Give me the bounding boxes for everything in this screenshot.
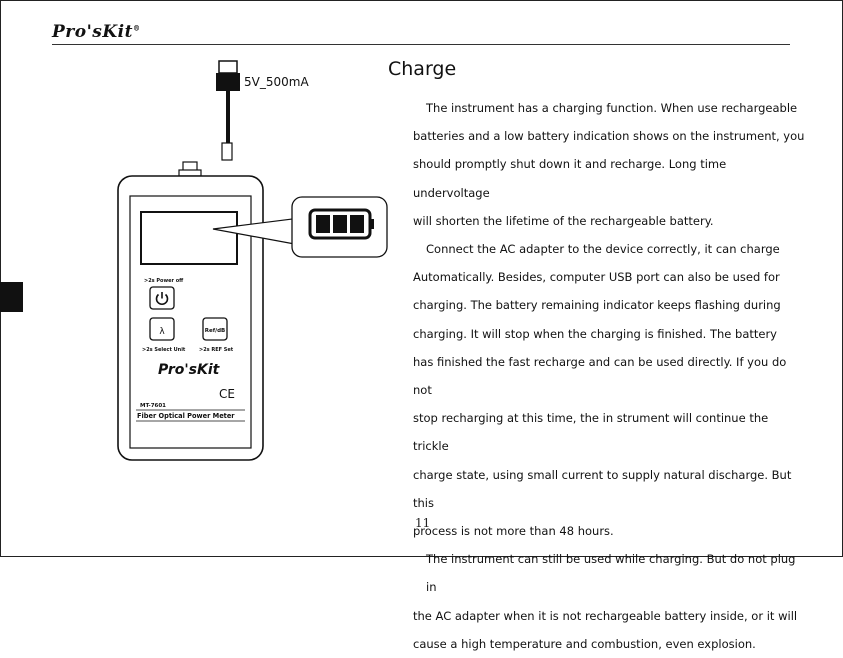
page-number: 11 (415, 516, 431, 530)
power-hint: >2s Power off (144, 278, 184, 284)
adapter-label: 5V_500mA (244, 75, 309, 89)
device-illustration: 5V_500mA >2s Power off λ >2s Sele (117, 60, 388, 461)
text-line: charging. It will stop when the charging… (413, 326, 777, 341)
text-line: Connect the AC adapter to the device cor… (426, 242, 780, 257)
paragraph: Connect the AC adapter to the device cor… (413, 235, 805, 545)
text-line: stop recharging at this time, the in str… (413, 411, 769, 454)
svg-text:λ: λ (159, 327, 165, 337)
text-line: cause a high temperature and combustion,… (413, 636, 756, 651)
svg-text:Ref/dB: Ref/dB (205, 328, 226, 334)
ce-mark: CE (219, 387, 235, 401)
text-line: should promptly shut down it and recharg… (413, 157, 727, 200)
text-line: has finished the fast recharge and can b… (413, 354, 787, 398)
power-icon (155, 292, 169, 306)
header-divider (52, 44, 790, 45)
text-line: charging. The battery remaining indicato… (413, 298, 781, 313)
text-line: the AC adapter when it is not rechargeab… (413, 608, 798, 623)
lambda-hint: >2s Select Unit (142, 347, 186, 353)
paragraph: The instrument has a charging function. … (413, 94, 805, 235)
text-line: process is not more than 48 hours. (413, 524, 614, 539)
text-line: batteries and a low battery indication s… (413, 129, 805, 144)
device-screen (140, 211, 238, 265)
text-line: Automatically. Besides, computer USB por… (413, 270, 780, 285)
device-brand: Pro'sKit (158, 362, 221, 378)
paragraph: The instrument can still be used while c… (413, 545, 805, 658)
section-tab-marker (0, 282, 23, 312)
text-line: The instrument can still be used while c… (426, 552, 796, 595)
brand-logo: Pro'sKit® (52, 22, 141, 42)
text-line: The instrument has a charging function. … (426, 101, 798, 115)
body-text: The instrument has a charging function. … (413, 94, 805, 658)
product-name: Fiber Optical Power Meter (137, 412, 235, 420)
model-number: MT-7601 (140, 403, 166, 409)
text-line: will shorten the lifetime of the recharg… (413, 213, 714, 228)
usb-plug-icon (216, 60, 240, 161)
lambda-button (149, 317, 175, 341)
ref-hint: >2s REF Set (199, 347, 234, 353)
text-line: charge state, using small current to sup… (413, 467, 792, 510)
battery-full-icon (308, 208, 374, 240)
section-title: Charge (388, 58, 457, 80)
ref-button (202, 317, 228, 341)
